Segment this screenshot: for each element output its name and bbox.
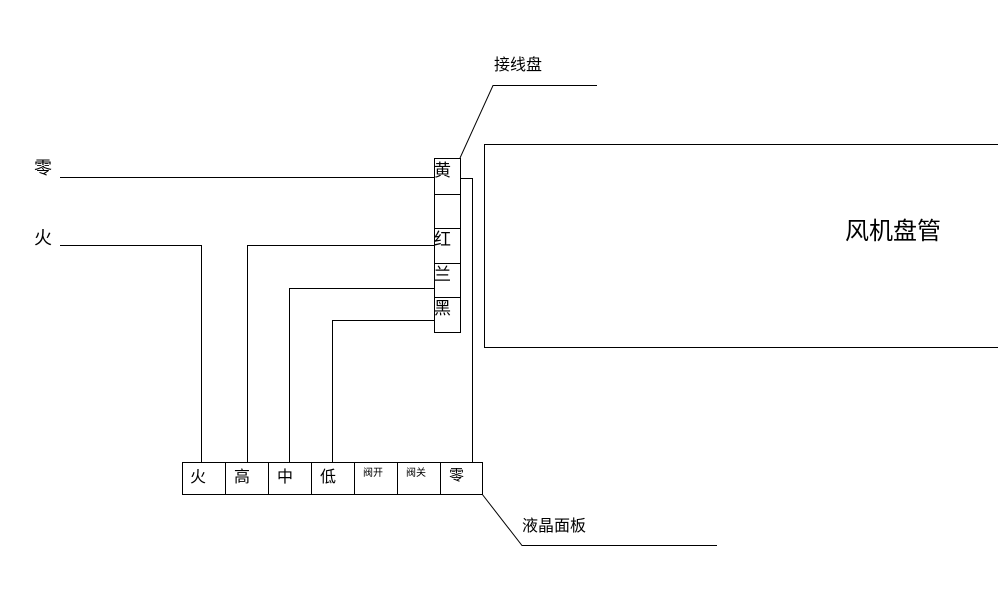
red-high-wire — [247, 245, 434, 462]
black-low-wire — [332, 320, 434, 462]
live-input-label: 火 — [34, 228, 52, 249]
neutral-input-label: 零 — [34, 158, 52, 179]
fan-coil-label: 风机盘管 — [845, 217, 941, 245]
terminal-blue: 兰 — [434, 265, 451, 285]
terminal-black: 黑 — [434, 299, 451, 319]
blue-mid-wire — [289, 288, 434, 462]
terminal-red: 红 — [434, 230, 451, 250]
neutral-panel-wire — [460, 178, 473, 462]
terminal-block-label: 接线盘 — [494, 55, 542, 74]
terminal-block: 黄 红 兰 黑 — [434, 158, 461, 333]
lcd-panel: 火 高 中 低 阀开 阀关 零 — [182, 462, 483, 495]
panel-terminal-valve-close: 阀关 — [406, 466, 426, 479]
panel-terminal-mid: 中 — [277, 467, 293, 486]
panel-terminal-high: 高 — [234, 467, 250, 486]
panel-terminal-live: 火 — [190, 467, 206, 486]
terminal-block-leader — [459, 85, 597, 159]
panel-terminal-neutral: 零 — [449, 466, 464, 484]
lcd-panel-label: 液晶面板 — [522, 516, 586, 535]
lcd-panel-leader — [481, 493, 717, 546]
panel-terminal-low: 低 — [320, 467, 336, 486]
fan-coil-unit — [484, 144, 998, 348]
terminal-yellow: 黄 — [434, 161, 451, 181]
panel-terminal-valve-open: 阀开 — [363, 466, 383, 479]
live-wire — [60, 245, 202, 462]
